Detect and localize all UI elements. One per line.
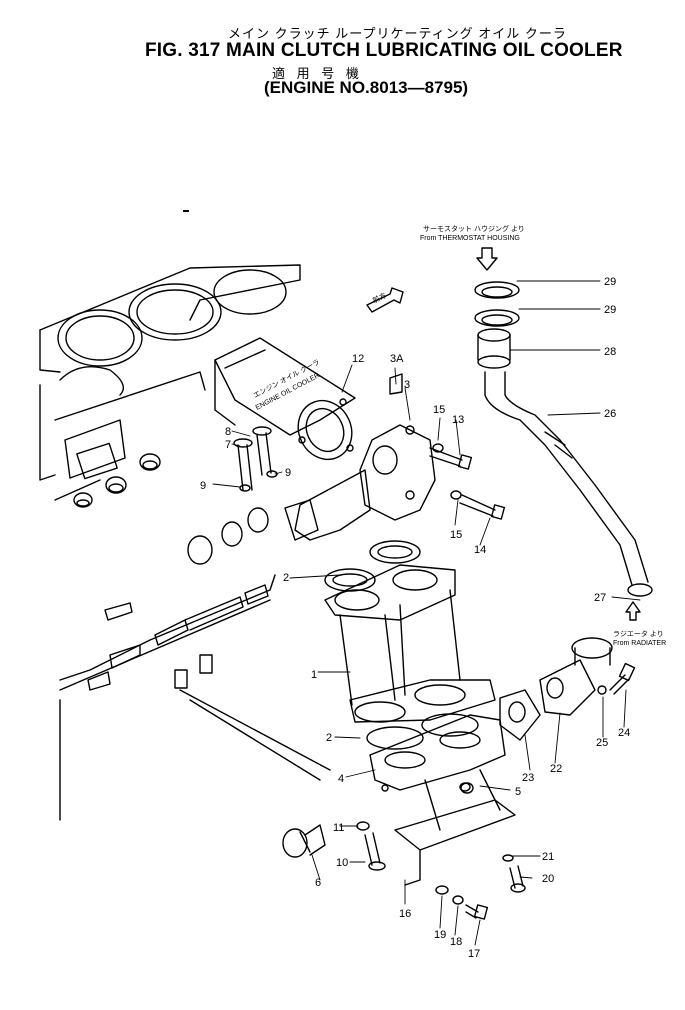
engine-number-range: (ENGINE NO.8013—8795) (264, 78, 469, 97)
engine-oil-cooler (214, 337, 516, 886)
hose-27 (571, 637, 613, 659)
callout-18: 18 (450, 936, 462, 948)
bolt-17 (473, 904, 489, 920)
block-bosses (73, 210, 269, 691)
callout-3a: 3A (390, 353, 404, 365)
gasket-2-top (369, 540, 421, 564)
japanese-title: メイン クラッチ ループリケーティング オイル クーラ (228, 26, 567, 41)
bolt-7 (237, 444, 253, 491)
arrow-front (366, 287, 404, 313)
callout-2: 2 (283, 572, 289, 584)
manifold-elbow (294, 469, 371, 541)
washer-18 (452, 895, 464, 905)
radiator-note-jp: ラジエータ より (613, 629, 664, 638)
thermostat-note-en: From THERMOSTAT HOUSING (420, 235, 520, 242)
callout-11: 11 (333, 822, 344, 834)
callout-16: 16 (399, 908, 411, 920)
callout-10: 10 (336, 857, 348, 869)
cylinder-bore-2 (128, 283, 222, 341)
callout-28: 28 (604, 346, 616, 358)
figure-title: FIG. 317 MAIN CLUTCH LUBRICATING OIL COO… (145, 40, 623, 61)
bolt-13 (457, 454, 473, 470)
callout-9: 9 (200, 480, 206, 492)
bolt-10 (364, 832, 381, 866)
washer-15-a (432, 443, 444, 453)
callout-9: 9 (285, 467, 291, 479)
cylinder-bore-3 (213, 269, 287, 315)
bracket-16 (394, 799, 516, 851)
callout-5: 5 (515, 786, 521, 798)
callout-17: 17 (468, 948, 480, 960)
block-side-plate (64, 419, 126, 479)
hose-clamp-29-a (474, 281, 520, 299)
washer-9-b (266, 470, 278, 478)
washer-9-a (239, 484, 251, 492)
cylinder-bore-1 (57, 309, 143, 367)
bolt-8 (256, 432, 272, 476)
gasket-23 (499, 689, 541, 741)
flange-22 (539, 659, 596, 716)
direction-arrows (366, 247, 641, 621)
nut-5 (460, 782, 474, 794)
callout-24: 24 (618, 727, 630, 739)
callout-14: 14 (474, 544, 486, 556)
leader-lines (212, 280, 641, 946)
water-hose-assembly (474, 281, 653, 741)
callout-15: 15 (450, 529, 462, 541)
base-4 (369, 714, 506, 791)
washer-25 (597, 685, 607, 695)
gasket-2-bottom (366, 726, 424, 750)
callout-29: 29 (604, 304, 616, 316)
callout-8: 8 (225, 426, 231, 438)
arrow-down-thermostat (476, 247, 498, 271)
washer-11 (356, 821, 370, 831)
engine-block (39, 210, 331, 821)
japanese-applicability: 適 用 号 機 (272, 66, 363, 81)
callout-26: 26 (604, 408, 616, 420)
front-mark-label: 前方 (371, 291, 387, 305)
callout-23: 23 (522, 772, 534, 784)
callout-20: 20 (542, 873, 554, 885)
callout-21: 21 (542, 851, 554, 863)
callout-3: 3 (404, 379, 410, 391)
callout-22: 22 (550, 763, 562, 775)
callout-15: 15 (433, 404, 445, 416)
fasteners (233, 426, 526, 920)
hose-clamp-29-b (474, 309, 520, 327)
callout-25: 25 (596, 737, 608, 749)
washer-21 (502, 854, 514, 862)
callout-12: 12 (352, 353, 364, 365)
plug-3a (389, 373, 403, 395)
thermostat-note-jp: サーモスタット ハウジング より (423, 224, 525, 233)
cover-3 (359, 424, 436, 521)
gasket-12 (297, 399, 353, 461)
callout-13: 13 (452, 414, 464, 426)
bolt-14 (490, 504, 506, 520)
callout-7: 7 (225, 439, 231, 451)
callout-29: 29 (604, 276, 616, 288)
callout-2: 2 (326, 732, 332, 744)
arrow-up-radiator (625, 601, 641, 621)
callout-4: 4 (338, 773, 344, 785)
callout-1: 1 (311, 669, 317, 681)
callouts: 29 29 28 26 27 12 3A 3 15 13 8 7 9 9 15 … (200, 276, 630, 960)
drain-cock-6 (282, 828, 308, 858)
callout-19: 19 (434, 929, 446, 941)
washer-15-b (450, 490, 462, 500)
pipe-26 (484, 371, 633, 586)
callout-27: 27 (594, 592, 606, 604)
radiator-note-en: From RADIATER (613, 640, 666, 647)
washer-19 (435, 885, 449, 895)
callout-6: 6 (315, 877, 321, 889)
hose-28 (477, 334, 511, 361)
